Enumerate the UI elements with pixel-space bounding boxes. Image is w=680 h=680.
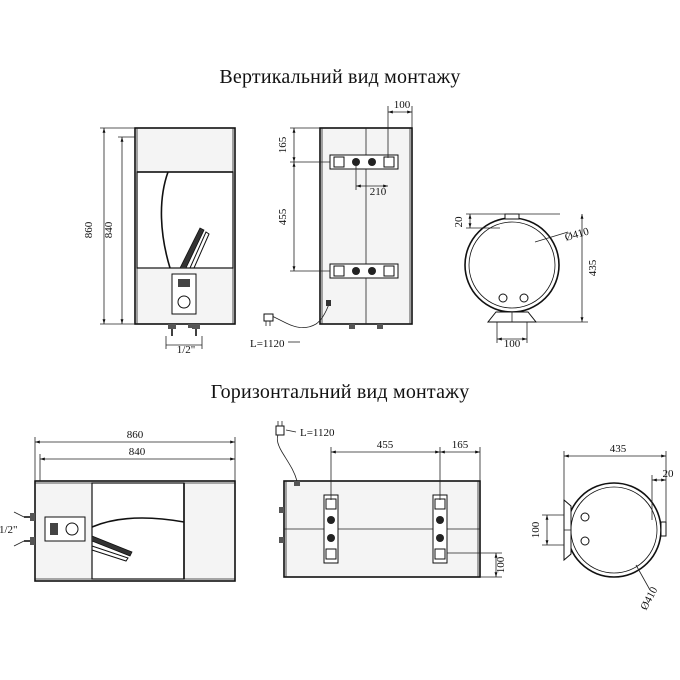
horizontal-diameter-label: Ø410 [638, 585, 660, 613]
horizontal-side-view [542, 451, 667, 591]
vertical-cable-length-label: L=1120 [250, 338, 285, 350]
vertical-side-view [464, 213, 588, 343]
vertical-pipe-thread-label: 1/2" [177, 344, 196, 356]
horizontal-section-title: Горизонтальний вид монтажу [210, 381, 470, 403]
horizontal-pipe-thread-label: 1/2" [0, 524, 18, 536]
horizontal-depth-side-label: 20 [663, 468, 675, 480]
vertical-top-offset-label: 100 [394, 99, 411, 111]
horizontal-bracket-offset-label: 165 [452, 439, 469, 451]
vertical-height-outer-label: 860 [83, 221, 95, 238]
vertical-depth-top-label: 20 [453, 216, 465, 228]
horizontal-mount-height-label: 100 [530, 521, 542, 538]
vertical-base-width-label: 100 [504, 338, 521, 350]
horizontal-front-view [13, 437, 236, 582]
vertical-section-title: Вертикальний вид монтажу [219, 66, 461, 88]
horizontal-bracket-spacing-label: 455 [377, 439, 394, 451]
vertical-bracket-width-label: 210 [370, 186, 387, 198]
vertical-bracket-top-label: 165 [277, 136, 289, 153]
horizontal-length-outer-label: 860 [127, 429, 144, 441]
vertical-diameter-label: Ø410 [564, 225, 591, 243]
horizontal-length-inner-label: 840 [129, 446, 146, 458]
vertical-height-inner-label: 840 [103, 221, 115, 238]
vertical-rear-view [263, 106, 413, 343]
horizontal-side-offset-label: 100 [495, 556, 507, 573]
vertical-depth-label: 435 [587, 259, 599, 276]
horizontal-depth-label: 435 [610, 443, 627, 455]
vertical-front-view [100, 127, 236, 349]
vertical-bracket-spacing-label: 455 [277, 208, 289, 225]
horizontal-rear-view [275, 421, 502, 578]
horizontal-cable-length-label: L=1120 [300, 427, 335, 439]
